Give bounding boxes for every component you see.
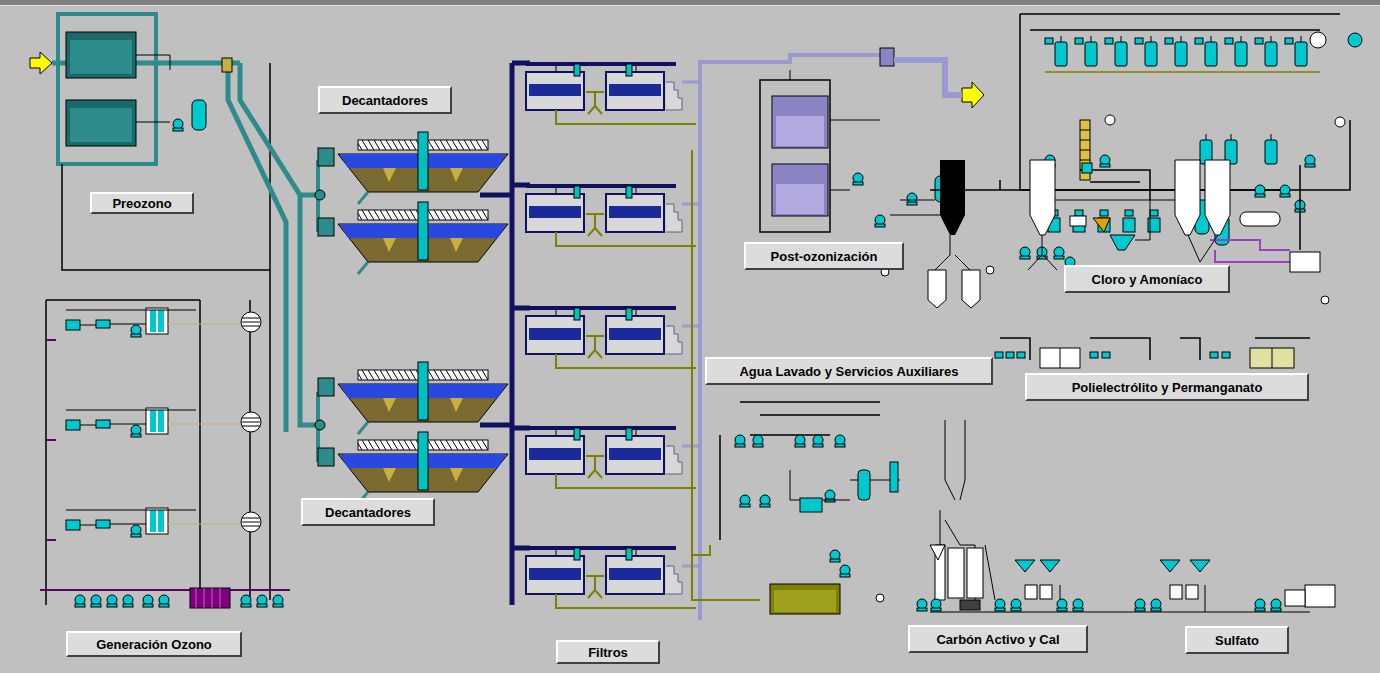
filtered-water-pipes [682, 55, 880, 620]
polyelectrolyte-permanganate-plant [995, 338, 1310, 368]
filter-units [526, 62, 696, 608]
wash-water-services [720, 402, 900, 614]
section-label: Polielectrólito y Permanganato [1072, 380, 1263, 395]
section-button: Polielectrólito y Permanganato [1025, 373, 1309, 401]
section-label: Generación Ozono [96, 637, 212, 652]
section-button: Filtros [556, 640, 660, 664]
preozone-tanks [52, 14, 270, 270]
section-button: Cloro y Amoníaco [1064, 265, 1230, 293]
section-label: Decantadores [342, 93, 428, 108]
decanter-units [318, 132, 508, 504]
reagent-silos [881, 160, 1335, 612]
section-label: Sulfato [1215, 633, 1259, 648]
section-label: Post-ozonización [771, 249, 878, 264]
section-button: Carbón Activo y Cal [908, 625, 1088, 653]
section-label: Agua Lavado y Servicios Auxiliares [739, 364, 958, 379]
inlet-arrow [30, 52, 52, 74]
section-button: Decantadores [301, 498, 435, 526]
section-button: Preozono [90, 192, 194, 214]
section-label: Cloro y Amoníaco [1092, 272, 1203, 287]
section-label: Carbón Activo y Cal [936, 632, 1059, 647]
ozone-generators [40, 270, 290, 608]
section-button: Generación Ozono [66, 631, 242, 657]
section-button: Post-ozonización [744, 242, 904, 270]
chlorine-ammonia-plant [1020, 14, 1362, 272]
section-button: Decantadores [318, 86, 452, 114]
section-label: Decantadores [325, 505, 411, 520]
section-button: Agua Lavado y Servicios Auxiliares [705, 357, 993, 385]
title-bar [0, 0, 1380, 6]
section-button: Sulfato [1185, 626, 1289, 654]
section-label: Filtros [588, 645, 628, 660]
section-label: Preozono [112, 196, 171, 211]
